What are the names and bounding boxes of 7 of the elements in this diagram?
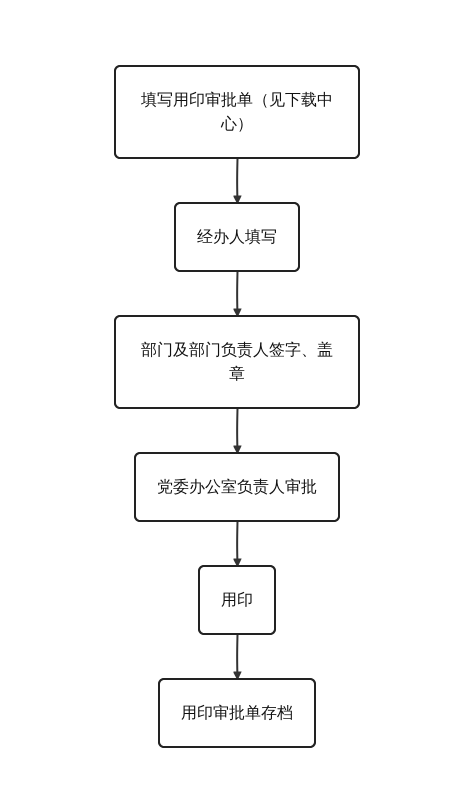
arrow <box>232 520 242 566</box>
arrow <box>232 270 242 316</box>
arrow <box>232 158 242 204</box>
node-text: 填写用印审批单（见下载中心） <box>141 90 333 132</box>
arrow <box>232 634 242 680</box>
arrow <box>232 408 242 454</box>
node-text: 部门及部门负责人签字、盖章 <box>141 340 333 382</box>
